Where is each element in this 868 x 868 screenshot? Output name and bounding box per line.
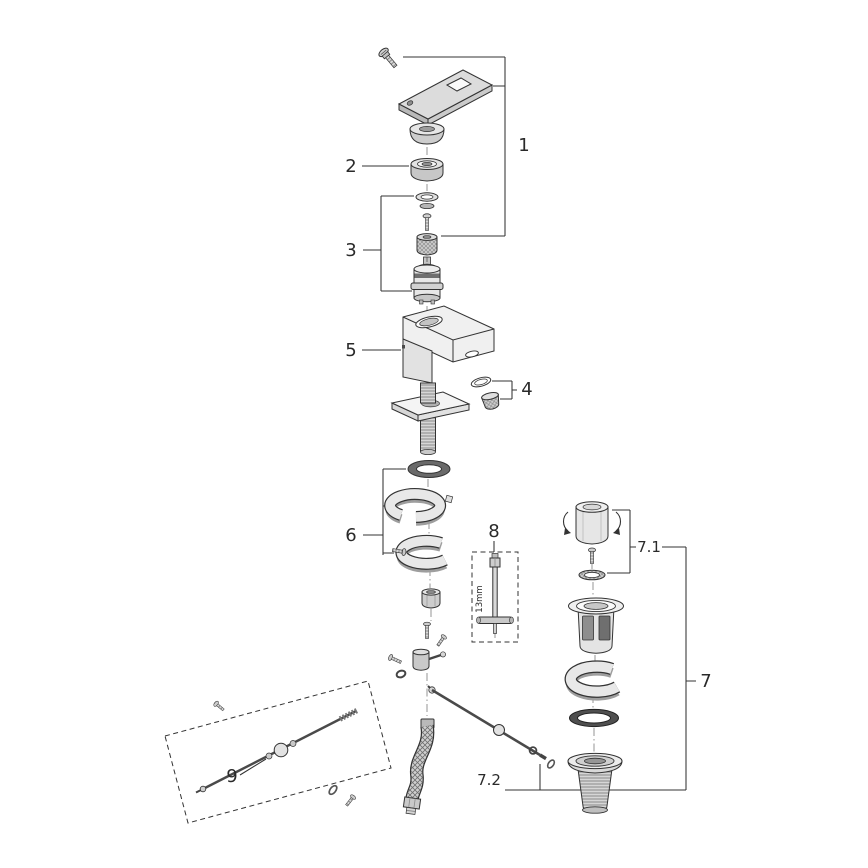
part-label-7-1: 7.1	[637, 538, 661, 556]
rotate-arrow-right	[615, 511, 622, 532]
handle-screw	[378, 47, 398, 69]
leader-lines	[239, 56, 696, 791]
drain-flange	[568, 597, 624, 654]
aerator-parts	[470, 376, 500, 410]
knob-screw	[588, 547, 596, 564]
faucet-body	[402, 305, 495, 384]
part-label-6: 6	[345, 525, 356, 546]
mounting-clamp-upper	[384, 488, 454, 526]
part-label-7-2: 7.2	[477, 771, 501, 789]
rotate-arrow-left	[562, 511, 569, 532]
center-lines	[426, 147, 596, 752]
popup-rod-kit	[164, 680, 392, 824]
drain-clamp	[564, 660, 621, 701]
aerator-insert	[480, 392, 500, 410]
part-label-5: 5	[345, 340, 356, 361]
part-label-4: 4	[521, 379, 532, 400]
flexible-hose	[402, 718, 435, 815]
lever-handle	[397, 69, 494, 126]
knob-seal-ring	[578, 569, 606, 581]
clamp-screw	[391, 548, 407, 556]
cartridge	[410, 256, 444, 305]
aerator-seal-ring	[470, 376, 492, 388]
part-label-1: 1	[518, 135, 529, 156]
body-o-ring	[407, 460, 451, 478]
popup-knob	[562, 501, 622, 581]
service-tool	[476, 553, 514, 634]
mounting-clamp-lower	[391, 534, 448, 573]
mounting-shank	[390, 382, 471, 455]
lever-rod	[427, 685, 556, 769]
handle-square-hole	[445, 77, 473, 92]
tool-size-label: 13mm	[475, 585, 485, 612]
drain-body	[567, 752, 623, 814]
cartridge-screw	[422, 213, 432, 231]
service-tool-box: 13mm	[471, 551, 519, 643]
part-label-9: 9	[226, 766, 237, 787]
cap-ring	[410, 158, 444, 182]
cartridge-nut	[416, 233, 438, 256]
handle-dome-ring	[409, 122, 445, 145]
part-label-2: 2	[345, 156, 356, 177]
rod-connector-parts	[388, 621, 447, 679]
part-label-3: 3	[345, 240, 356, 261]
part-label-8: 8	[488, 521, 499, 542]
drain-o-ring	[569, 708, 619, 728]
part-label-7: 7	[700, 671, 711, 692]
part-labels: 1 2 3 4 5 6 7 7.1 7.2 8 9	[226, 135, 711, 789]
spout-outlet-hole	[465, 350, 479, 358]
mounting-nut	[421, 588, 441, 609]
cartridge-stack	[410, 192, 444, 305]
